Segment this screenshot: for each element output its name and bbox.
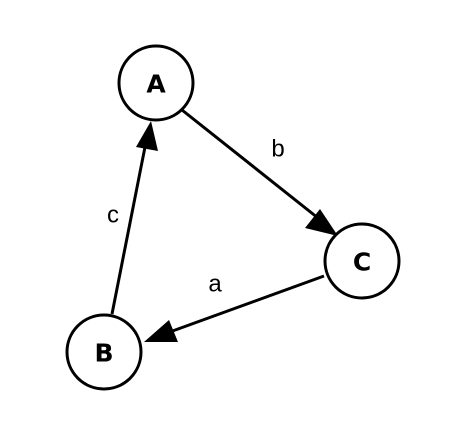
edge-b-to-a-arrowhead	[136, 121, 158, 151]
edge-a-to-c-arrowhead	[305, 209, 338, 236]
edge-b-to-a-line	[110, 146, 147, 315]
node-c: C	[323, 222, 401, 300]
edge-c-to-b: a	[144, 271, 325, 342]
node-a-label: A	[146, 70, 166, 99]
node-b-circle	[65, 313, 143, 391]
node-a-circle	[117, 44, 195, 122]
edge-c-to-b-arrowhead	[144, 320, 178, 342]
node-c-label: C	[353, 248, 371, 277]
edge-a-to-c: b	[181, 108, 338, 236]
edge-b-to-a-label: c	[107, 202, 119, 229]
node-b-label: B	[94, 339, 113, 368]
node-b: B	[65, 313, 143, 391]
edge-a-to-c-label: b	[271, 136, 284, 163]
node-a: A	[117, 44, 195, 122]
edge-b-to-a: c	[107, 121, 158, 315]
edge-c-to-b-line	[166, 274, 325, 335]
edge-a-to-c-line	[181, 108, 319, 220]
node-c-circle	[323, 222, 401, 300]
edge-c-to-b-label: a	[208, 271, 222, 298]
